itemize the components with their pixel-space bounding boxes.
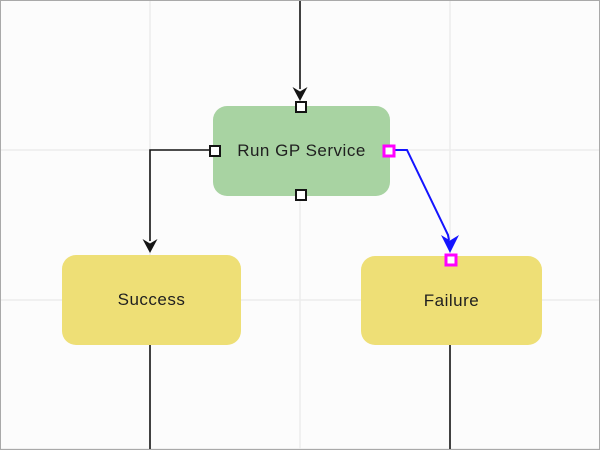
- port-run-gp-service-right-selected[interactable]: [382, 144, 396, 158]
- node-success-label: Success: [117, 290, 186, 309]
- port-run-gp-service-top[interactable]: [295, 101, 307, 113]
- arrowhead-down-icon: [142, 239, 158, 253]
- connector-run-to-failure[interactable]: [390, 149, 459, 253]
- node-run-gp-service[interactable]: Run GP Service: [213, 106, 390, 196]
- arrowhead-down-icon: [441, 235, 459, 253]
- connector-line[interactable]: [390, 149, 450, 241]
- port-failure-top-selected[interactable]: [444, 253, 458, 267]
- arrowhead-down-icon: [292, 87, 308, 101]
- node-failure-label: Failure: [423, 290, 480, 310]
- connector-run-to-success[interactable]: [142, 149, 213, 253]
- port-run-gp-service-bottom[interactable]: [295, 189, 307, 201]
- node-run-gp-service-label: Run GP Service: [237, 141, 366, 160]
- node-success[interactable]: Success: [62, 255, 241, 345]
- port-run-gp-service-left[interactable]: [209, 145, 221, 157]
- node-failure[interactable]: Failure: [361, 256, 542, 345]
- connector-incoming-top[interactable]: [292, 1, 308, 101]
- connector-line[interactable]: [149, 149, 212, 241]
